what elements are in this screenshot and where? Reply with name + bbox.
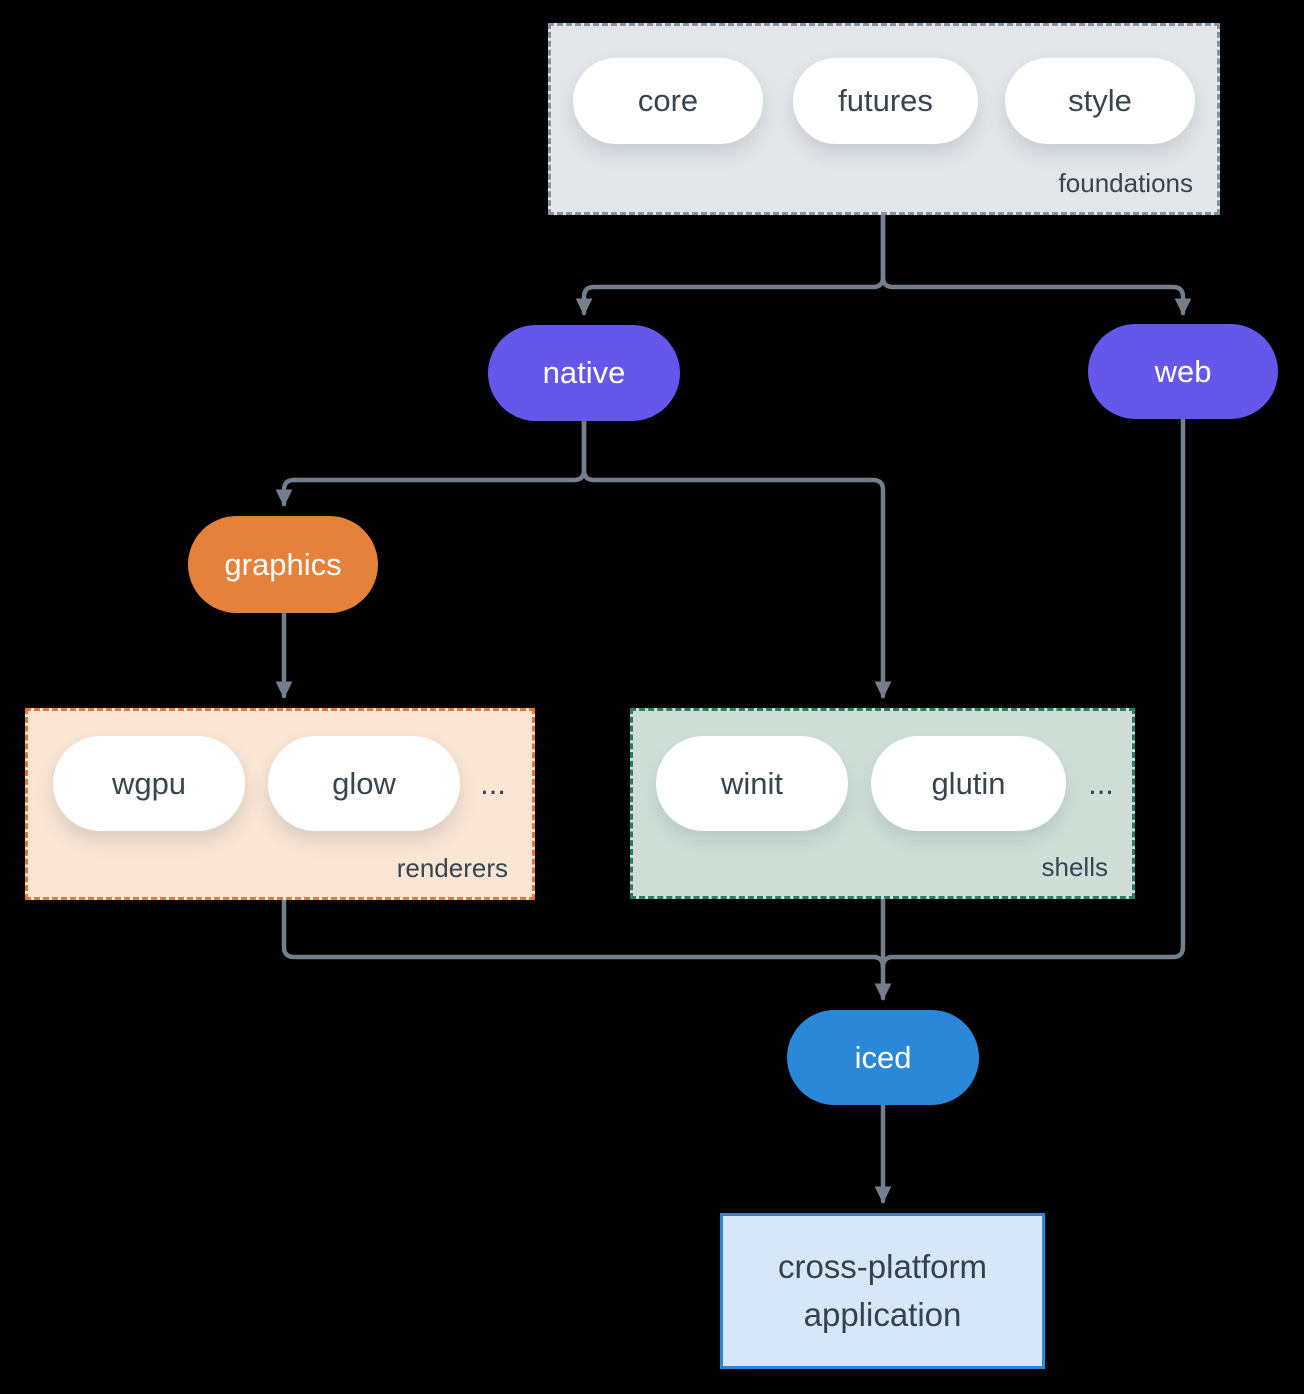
pill-winit: winit <box>656 736 848 831</box>
shells-ellipsis: ... <box>1088 765 1114 801</box>
edge-foundations-web <box>880 212 1192 316</box>
node-graphics: graphics <box>188 516 378 613</box>
edge-renderers-merge <box>281 897 886 970</box>
node-native: native <box>488 325 680 421</box>
shells-group: winit glutin ... shells <box>630 708 1135 899</box>
foundations-group: core futures style foundations <box>548 23 1220 215</box>
edge-native-shells <box>581 417 892 699</box>
node-native-label: native <box>542 355 626 390</box>
pill-futures-label: futures <box>838 83 933 118</box>
pill-glow: glow <box>268 736 460 831</box>
pill-core-label: core <box>637 83 699 118</box>
node-iced-label: iced <box>854 1039 912 1075</box>
edge-native-graphics <box>275 417 587 507</box>
pill-winit-label: winit <box>720 765 783 801</box>
pill-glutin-label: glutin <box>931 765 1006 801</box>
renderers-group-label: renderers <box>396 853 508 883</box>
foundations-group-label: foundations <box>1058 168 1193 198</box>
node-web: web <box>1088 324 1278 419</box>
pill-wgpu-label: wgpu <box>111 765 187 801</box>
pill-glutin: glutin <box>871 736 1066 831</box>
pill-style: style <box>1005 58 1195 144</box>
pill-wgpu: wgpu <box>53 736 245 831</box>
node-iced: iced <box>787 1010 979 1105</box>
pill-glow-label: glow <box>332 765 396 801</box>
shells-group-label: shells <box>1041 852 1108 882</box>
pill-futures: futures <box>793 58 978 144</box>
renderers-group: wgpu glow ... renderers <box>25 708 535 900</box>
edge-foundations-native <box>575 212 886 316</box>
node-web-label: web <box>1154 353 1212 389</box>
node-graphics-label: graphics <box>224 546 342 582</box>
application-box-label: cross-platform application <box>777 1248 988 1333</box>
pill-core: core <box>573 58 763 144</box>
application-box: cross-platform application <box>720 1213 1045 1369</box>
pill-style-label: style <box>1068 83 1132 118</box>
renderers-ellipsis: ... <box>480 765 506 801</box>
